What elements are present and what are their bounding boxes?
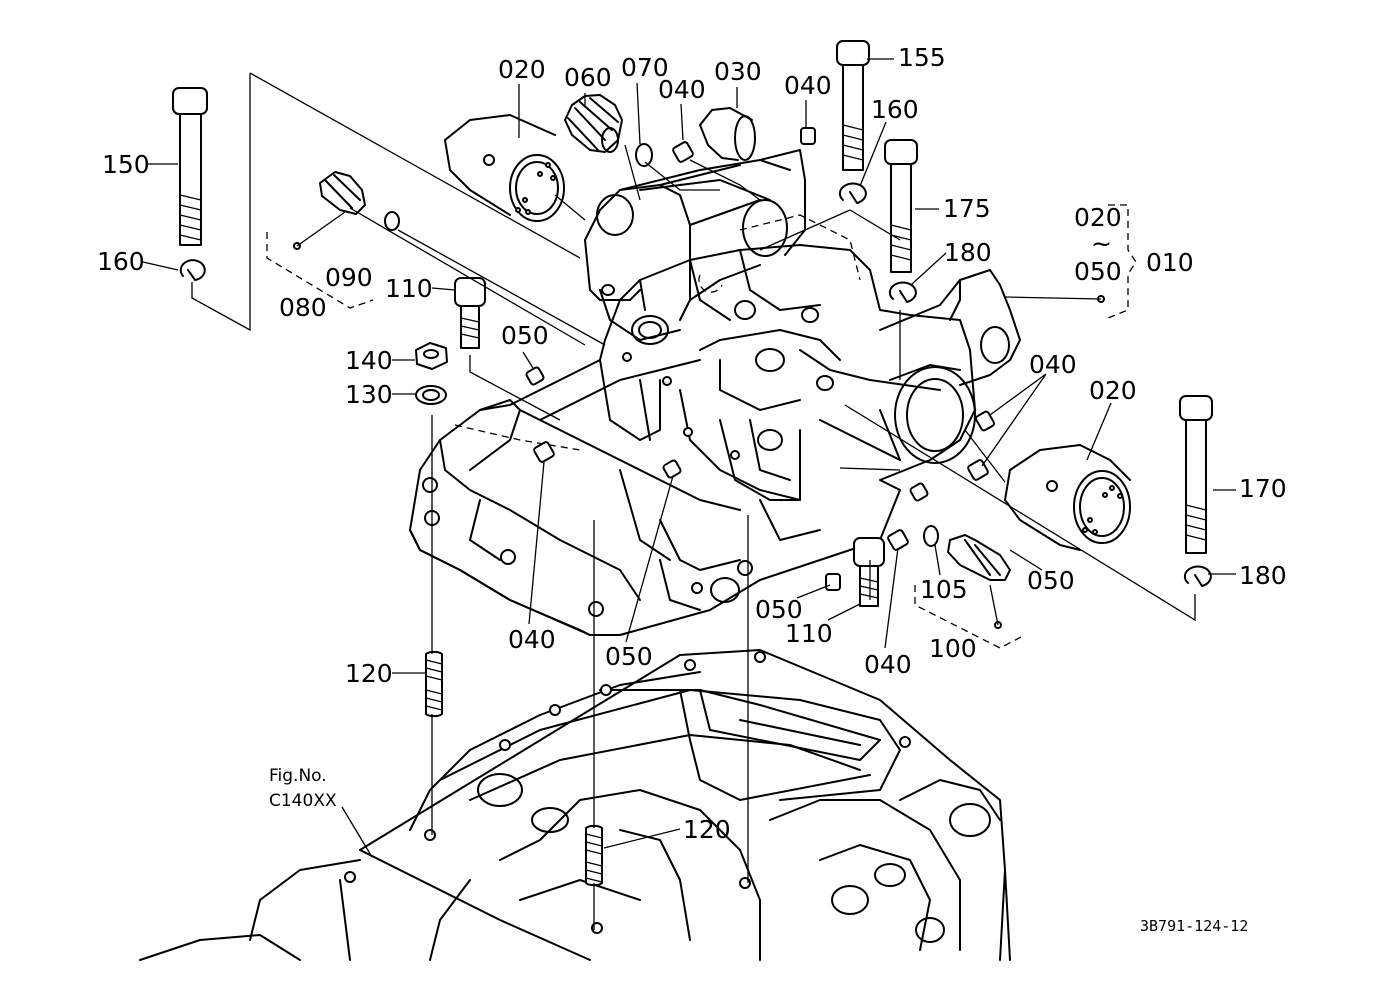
document-number: 3B791-124-12 (1140, 917, 1248, 935)
label-120-left: 120 (345, 659, 393, 688)
label-180-upper: 180 (944, 238, 992, 267)
label-170: 170 (1239, 474, 1287, 503)
bolt-150 (172, 87, 208, 246)
label-070: 070 (621, 53, 669, 82)
label-020-right: 020 (1089, 376, 1137, 405)
label-040-bottom-left: 040 (508, 625, 556, 654)
label-110-left: 110 (385, 274, 433, 303)
label-120-right: 120 (683, 815, 731, 844)
washer-160-right (838, 182, 867, 204)
lift-cover-housing (409, 214, 976, 636)
label-155: 155 (898, 43, 946, 72)
label-175: 175 (943, 194, 991, 223)
left-arm-bracket (584, 149, 806, 321)
label-160-right: 160 (871, 95, 919, 124)
label-040-top-right: 040 (784, 71, 832, 100)
washer-180-upper (888, 281, 917, 303)
bolt-155 (836, 40, 870, 171)
label-050-right: 050 (1027, 566, 1075, 595)
right-arm-bracket (879, 269, 1021, 464)
label-040-right: 040 (1029, 350, 1077, 379)
nut-140 (415, 342, 448, 370)
stud-120-left (425, 650, 443, 718)
label-010: 010 (1146, 248, 1194, 277)
label-100: 100 (929, 634, 977, 663)
bolt-110-left (454, 277, 486, 349)
label-130: 130 (345, 380, 393, 409)
label-105: 105 (920, 575, 968, 604)
label-range-tilde: ~ (1091, 229, 1112, 258)
bolt-110-right (853, 537, 885, 607)
label-090: 090 (325, 263, 373, 292)
label-180-lower: 180 (1239, 561, 1287, 590)
leader-lines (142, 58, 1236, 858)
label-080: 080 (279, 293, 327, 322)
label-060: 060 (564, 63, 612, 92)
label-020-set: 020 (1074, 203, 1122, 232)
transmission-case (139, 649, 1011, 961)
label-050-bottom: 050 (605, 642, 653, 671)
label-050-upper: 050 (501, 321, 549, 350)
label-140: 140 (345, 346, 393, 375)
label-050-set: 050 (1074, 257, 1122, 286)
fitting-060 (564, 94, 623, 153)
label-040-bottom-right: 040 (864, 650, 912, 679)
assembly-lines (191, 72, 1196, 930)
label-040-top-left: 040 (658, 75, 706, 104)
stud-120-right (585, 824, 603, 887)
o-ring-070 (635, 143, 653, 167)
bolt-170 (1179, 395, 1213, 554)
group-bracket-080 (266, 211, 374, 309)
washer-160-left (179, 259, 206, 281)
label-020-top: 020 (498, 55, 546, 84)
label-050-mid: 050 (755, 595, 803, 624)
label-160-left: 160 (97, 247, 145, 276)
label-030: 030 (714, 57, 762, 86)
bushing-020-right (1004, 444, 1131, 551)
label-150: 150 (102, 150, 150, 179)
sleeve-030 (699, 107, 756, 161)
figure-reference: Fig.No. C140XX (269, 766, 337, 811)
washer-180-lower (1183, 565, 1212, 587)
bolt-175 (884, 139, 918, 273)
washer-130 (415, 385, 447, 405)
fitting-090-assembly (319, 171, 400, 231)
part-labels: 150 160 080 090 020 060 070 040 030 040 … (97, 43, 1287, 844)
bushing-020-left (444, 114, 565, 222)
set-screws (525, 127, 995, 591)
group-bracket-100 (914, 584, 1026, 649)
fig-ref-line2: C140XX (269, 791, 337, 811)
fig-ref-line1: Fig.No. (269, 766, 327, 786)
label-110-right: 110 (785, 619, 833, 648)
group-bracket-010 (1004, 204, 1137, 319)
fitting-100-assembly (923, 525, 1011, 581)
